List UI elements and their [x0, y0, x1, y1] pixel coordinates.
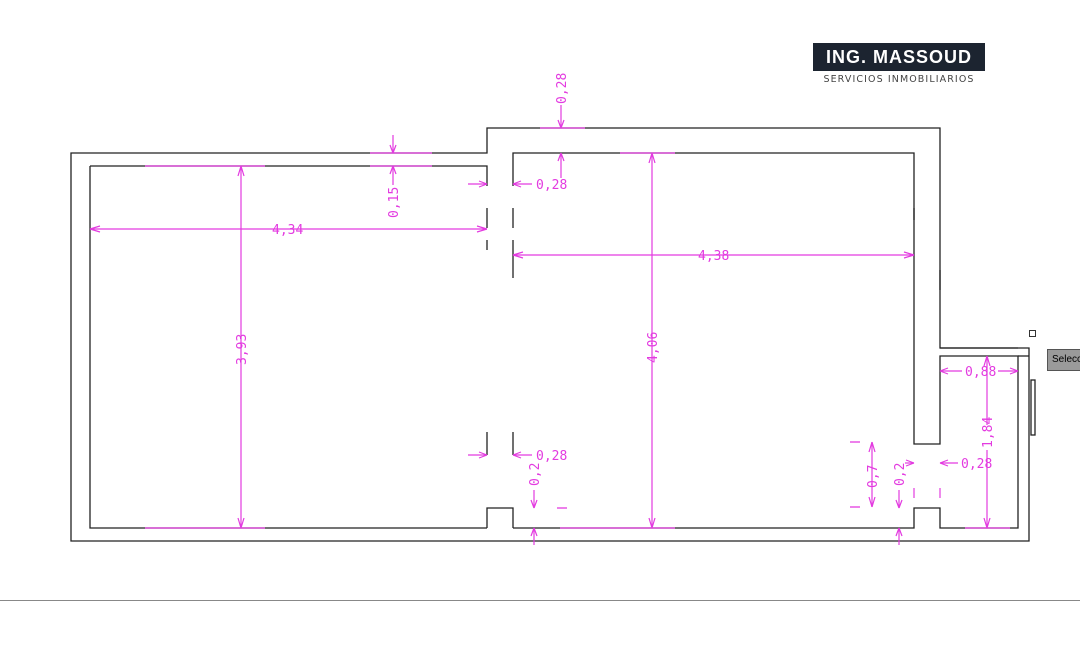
dimension-labels: 4,34 3,93 4,38 4,06 0,28 0,15 0,28 0,28 … [235, 73, 996, 488]
logo-name: ING. MASSOUD [813, 43, 985, 71]
company-logo: ING. MASSOUD SERVICIOS INMOBILIARIOS [813, 43, 985, 85]
right-room-inner [512, 152, 1019, 529]
dim-annex-height: 1,84 [981, 417, 996, 448]
dim-annex-width: 0,88 [965, 365, 996, 380]
dim-partition-top: 0,28 [536, 178, 567, 193]
dim-right-height: 4,06 [646, 332, 661, 363]
logo-tagline: SERVICIOS INMOBILIARIOS [823, 74, 975, 85]
dim-left-width: 4,34 [272, 223, 303, 238]
dim-left-height: 3,93 [235, 334, 250, 365]
dimension-lines [89, 105, 1019, 545]
dim-right-width: 4,38 [698, 249, 729, 264]
divider-line [0, 600, 1080, 601]
dim-top-offset: 0,28 [555, 73, 570, 104]
dim-annex-wall: 0,28 [961, 457, 992, 472]
walls [70, 127, 1036, 542]
selection-tooltip: Selecc [1047, 349, 1080, 371]
selection-grip-handle[interactable] [1029, 330, 1036, 337]
dim-door-width: 0,7 [866, 465, 881, 488]
dim-partition-bottom: 0,28 [536, 449, 567, 464]
dim-wall-thickness-top: 0,15 [387, 187, 402, 218]
dim-bottom-notch-left: 0,2 [528, 463, 543, 486]
dim-bottom-notch-right: 0,2 [893, 463, 908, 486]
left-room-inner [89, 165, 514, 529]
